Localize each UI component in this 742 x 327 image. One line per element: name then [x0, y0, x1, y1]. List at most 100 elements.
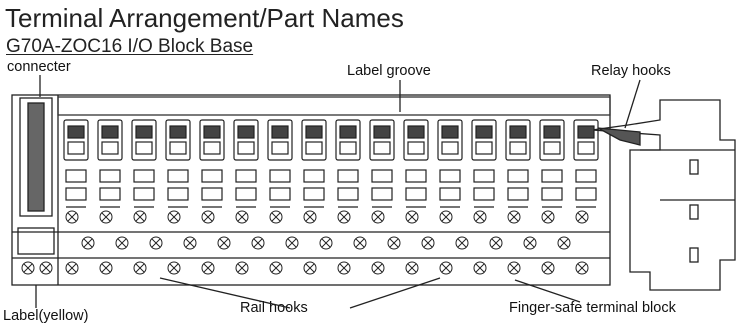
socket-slot — [101, 125, 119, 139]
screw-slot — [305, 263, 315, 273]
relay-socket — [403, 119, 429, 161]
socket-block — [167, 169, 189, 183]
diagram-title: Terminal Arrangement/Part Names — [5, 3, 404, 33]
screw-slot — [237, 263, 247, 273]
socket-slot — [577, 125, 595, 139]
screw-slot — [41, 263, 51, 273]
socket-block — [269, 187, 291, 201]
terminal-screw-icon — [507, 210, 521, 224]
terminal-screw-icon — [387, 236, 401, 250]
socket-slot — [543, 125, 561, 139]
terminal-screw-icon — [285, 236, 299, 250]
relay-socket — [573, 119, 599, 161]
screw-slot — [271, 212, 281, 222]
socket-block — [235, 169, 257, 183]
socket-slot — [135, 141, 153, 155]
terminal-screw-icon — [473, 210, 487, 224]
socket-block — [575, 187, 597, 201]
terminal-screw-icon — [353, 236, 367, 250]
screw-slot — [543, 263, 553, 273]
screw-slot — [83, 238, 93, 248]
socket-slot — [441, 125, 459, 139]
socket-block — [405, 169, 427, 183]
terminal-screw-icon — [489, 236, 503, 250]
terminal-screw-icon — [303, 210, 317, 224]
terminal-screw-icon — [541, 210, 555, 224]
socket-block — [439, 169, 461, 183]
terminal-screw-icon — [507, 261, 521, 275]
socket-block — [201, 187, 223, 201]
terminal-screw-icon — [421, 236, 435, 250]
socket-slot — [305, 141, 323, 155]
screw-slot — [23, 263, 33, 273]
screw-slot — [475, 263, 485, 273]
screw-slot — [373, 212, 383, 222]
screw-slot — [101, 263, 111, 273]
socket-block — [337, 187, 359, 201]
socket-block — [303, 169, 325, 183]
terminal-screw-icon — [439, 261, 453, 275]
terminal-screw-icon — [439, 210, 453, 224]
socket-block — [541, 169, 563, 183]
terminal-screw-icon — [337, 210, 351, 224]
socket-block — [99, 169, 121, 183]
relay-socket — [165, 119, 191, 161]
screw-slot — [355, 238, 365, 248]
socket-slot — [441, 141, 459, 155]
socket-block — [201, 169, 223, 183]
screw-slot — [559, 238, 569, 248]
screw-slot — [253, 238, 263, 248]
socket-block — [473, 169, 495, 183]
terminal-screw-icon — [133, 261, 147, 275]
socket-slot — [407, 125, 425, 139]
socket-slot — [509, 141, 527, 155]
relay-socket — [539, 119, 565, 161]
relay-socket — [471, 119, 497, 161]
terminal-screw-icon — [473, 261, 487, 275]
side-view — [591, 99, 736, 291]
socket-block — [507, 187, 529, 201]
terminal-screw-icon — [405, 210, 419, 224]
screw-slot — [389, 238, 399, 248]
label-groove-label: Label groove — [347, 63, 431, 79]
socket-slot — [203, 125, 221, 139]
relay-socket — [233, 119, 259, 161]
socket-slot — [577, 141, 595, 155]
screw-slot — [117, 238, 127, 248]
socket-block — [371, 187, 393, 201]
screw-slot — [185, 238, 195, 248]
screw-slot — [373, 263, 383, 273]
screw-slot — [135, 212, 145, 222]
terminal-screw-icon — [455, 236, 469, 250]
socket-slot — [271, 141, 289, 155]
socket-slot — [543, 141, 561, 155]
terminal-screw-icon — [99, 210, 113, 224]
terminal-screw-icon — [149, 236, 163, 250]
screw-slot — [321, 238, 331, 248]
socket-slot — [203, 141, 221, 155]
screw-slot — [543, 212, 553, 222]
screw-slot — [169, 212, 179, 222]
terminal-screw-icon — [541, 261, 555, 275]
screw-slot — [203, 263, 213, 273]
screw-slot — [101, 212, 111, 222]
screw-slot — [407, 212, 417, 222]
terminal-screw-icon — [303, 261, 317, 275]
socket-slot — [135, 125, 153, 139]
rail-hooks-label: Rail hooks — [240, 300, 308, 316]
socket-slot — [373, 141, 391, 155]
relay-hooks-label: Relay hooks — [591, 63, 671, 79]
relay-socket — [437, 119, 463, 161]
screw-slot — [475, 212, 485, 222]
relay-socket — [199, 119, 225, 161]
screw-slot — [423, 238, 433, 248]
screw-slot — [407, 263, 417, 273]
screw-slot — [151, 238, 161, 248]
screw-slot — [219, 238, 229, 248]
relay-socket — [301, 119, 327, 161]
socket-block — [303, 187, 325, 201]
socket-block — [269, 169, 291, 183]
screw-slot — [339, 212, 349, 222]
socket-block — [541, 187, 563, 201]
